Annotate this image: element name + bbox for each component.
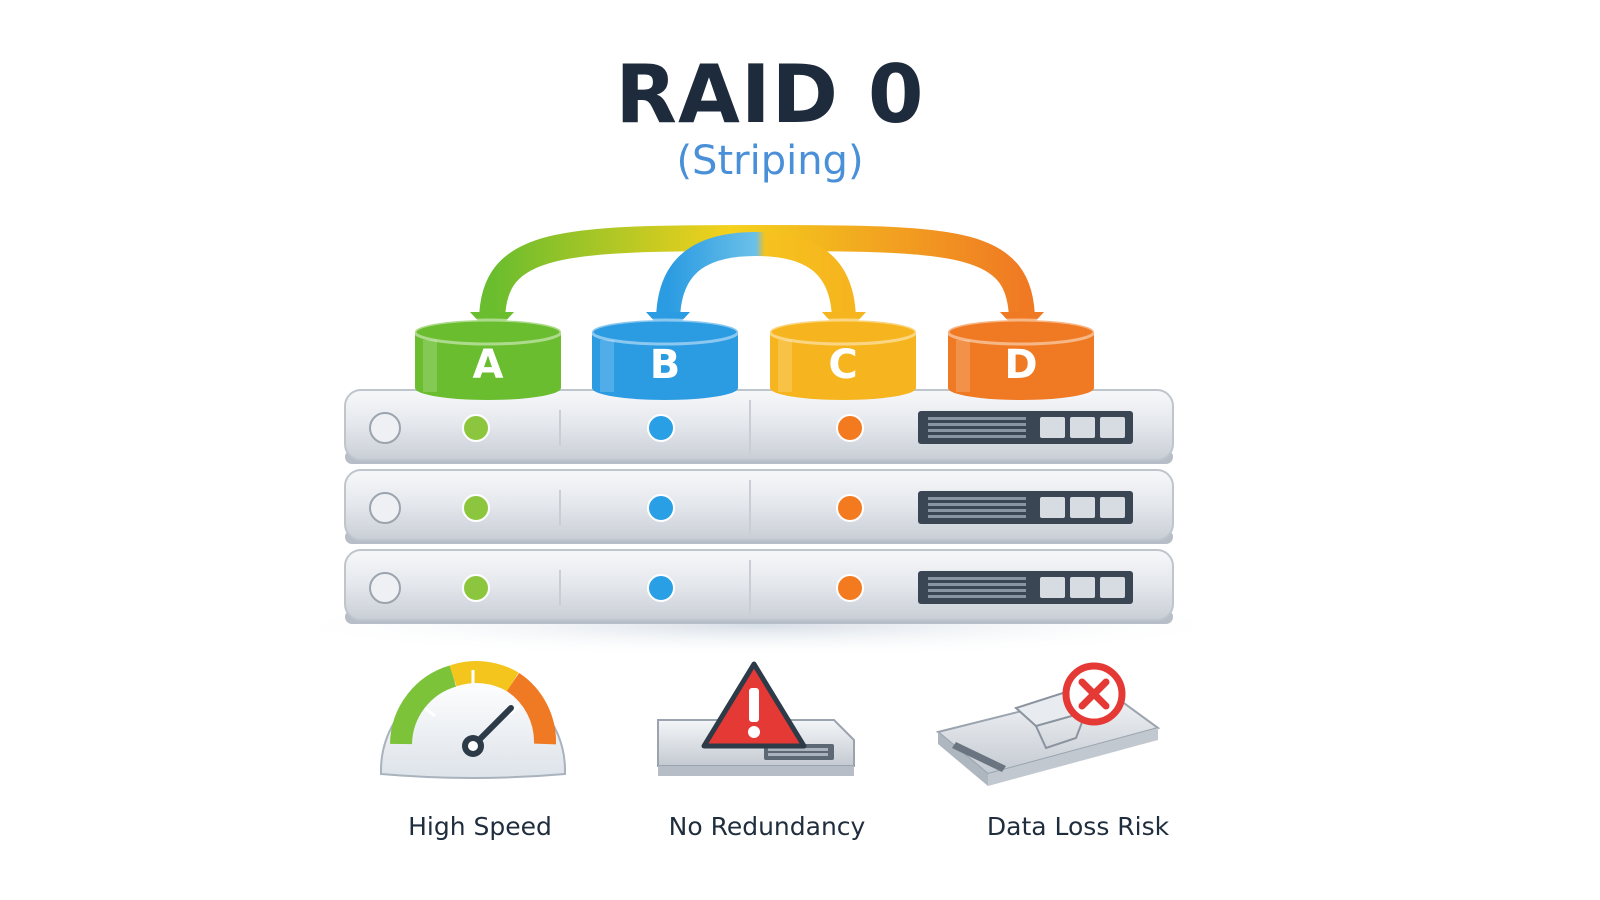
server-unit [344,469,1174,544]
diagram-title: RAID 0 [615,48,925,141]
server-unit [344,389,1174,464]
drive-label: D [1004,342,1037,388]
drive-b: B [590,318,740,400]
drive-group: A B C D [413,318,1096,400]
led-blue [647,414,675,442]
drive-bay-panel [918,411,1133,444]
led-green [462,494,490,522]
drive-label: C [828,342,857,388]
led-orange [836,494,864,522]
diagram-subtitle: (Striping) [676,138,864,184]
led-blue [647,494,675,522]
led-blue [647,574,675,602]
drive-bay-panel [918,571,1133,604]
feature-label-data-loss-risk: Data Loss Risk [986,812,1170,841]
server-stack [344,389,1174,624]
power-button [369,492,401,524]
drive-d: D [946,318,1096,400]
striping-arrows [470,224,1044,336]
speedometer-icon [380,661,566,779]
led-green [462,574,490,602]
drive-label: A [473,342,504,388]
drive-c: C [768,318,918,400]
power-button [369,572,401,604]
arrow-inner-arc [656,231,856,323]
server-unit [344,549,1174,624]
broken-drive-icon [935,662,1161,786]
drive-a: A [413,318,563,400]
power-button [369,412,401,444]
led-orange [836,574,864,602]
feature-label-no-redundancy: No Redundancy [668,812,866,841]
led-orange [836,414,864,442]
drive-label: B [650,342,681,388]
warning-drive-icon [657,661,855,776]
feature-label-high-speed: High Speed [408,812,552,841]
drive-bay-panel [918,491,1133,524]
led-green [462,414,490,442]
